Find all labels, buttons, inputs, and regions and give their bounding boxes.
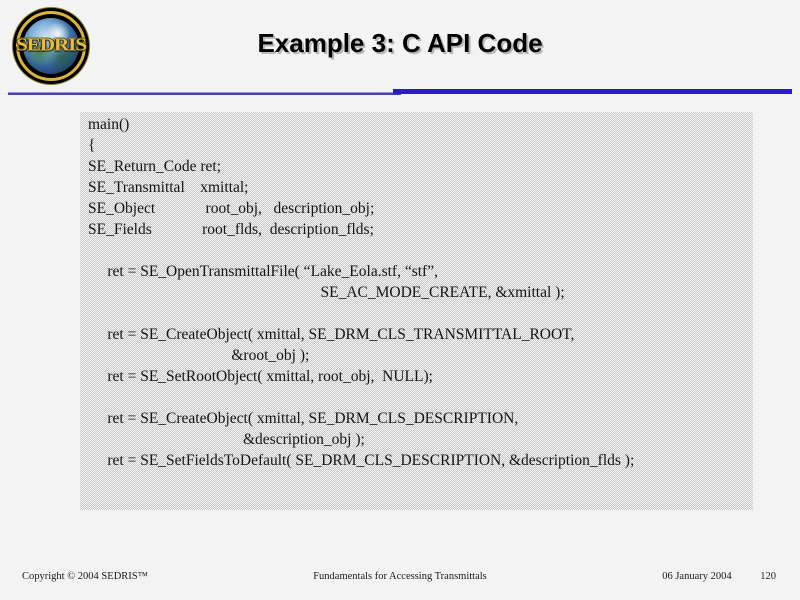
earth-globe-icon	[23, 18, 79, 74]
code-panel: main() { SE_Return_Code ret; SE_Transmit…	[80, 112, 753, 510]
code-block: main() { SE_Return_Code ret; SE_Transmit…	[88, 116, 635, 469]
logo-wordmark: SEDRIS	[16, 34, 87, 55]
sedris-logo: SEDRIS	[13, 8, 89, 84]
footer-copyright: Copyright © 2004 SEDRIS™	[22, 571, 148, 582]
footer-right-group: 06 January 2004 120	[662, 571, 776, 582]
slide-footer: Copyright © 2004 SEDRIS™ Fundamentals fo…	[0, 571, 800, 587]
divider-rule-right	[393, 89, 792, 94]
logo-gold-ring	[16, 11, 86, 81]
footer-date: 06 January 2004	[662, 571, 732, 582]
slide-title: Example 3: C API Code	[257, 28, 543, 58]
divider-rule-left	[8, 92, 401, 95]
footer-page-number: 120	[760, 571, 776, 582]
footer-course-title: Fundamentals for Accessing Transmittals	[313, 571, 487, 582]
